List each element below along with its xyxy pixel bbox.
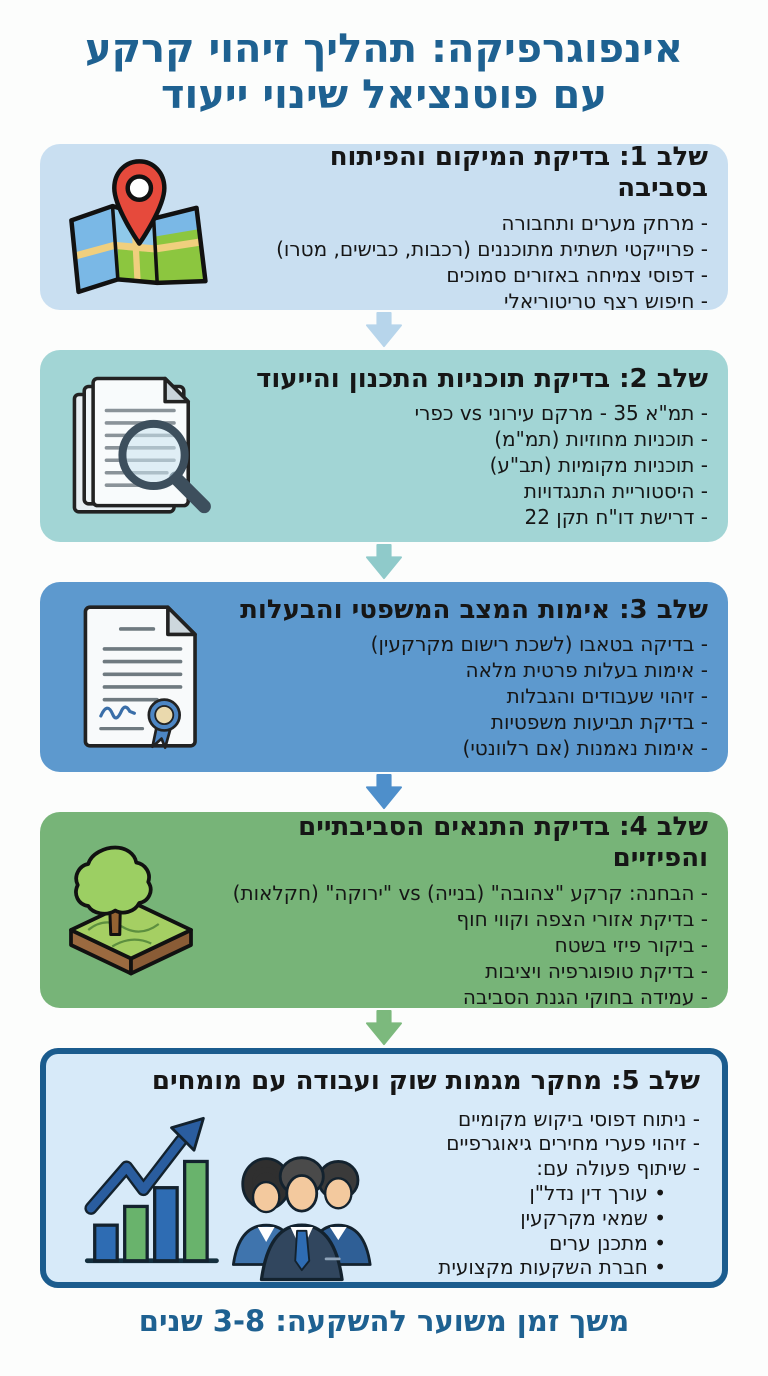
down-arrow-icon [0, 772, 768, 812]
list-item: - זיהוי שעבודים והגבלות [506, 684, 708, 709]
page-title-line2: עם פוטנציאל שינוי ייעוד [161, 72, 607, 118]
list-item: - ניתוח דפוסי ביקוש מקומיים [458, 1106, 700, 1131]
duration-note: משך זמן משוער להשקעה: 3-8 שנים [138, 1304, 630, 1338]
growth-chart-team-icon [68, 1103, 380, 1282]
step-3-content: שלב 3: אימות המצב המשפטי והבעלות - בדיקה… [232, 593, 708, 762]
step-1-content: שלב 1: בדיקת המיקום והפיתוח בסביבה - מרח… [232, 144, 708, 310]
list-item: - ביקור פיזי בשטח [554, 932, 708, 957]
list-item: - דפוסי צמיחה באזורים סמוכים [446, 262, 708, 287]
list-item: - תוכניות מקומיות (תב"ע) [489, 453, 708, 478]
step-3-items: - בדיקה בטאבו (לשכת רישום מקרקעין) - אימ… [232, 631, 708, 761]
step-5-sub-items: • עורך דין נדל"ן • שמאי מקרקעין • מתכנן … [380, 1181, 700, 1280]
step-3-card: שלב 3: אימות המצב המשפטי והבעלות - בדיקה… [40, 582, 728, 772]
list-item: - מרחק מערים ותחבורה [501, 210, 708, 235]
step-4-card: שלב 4: בדיקת התנאים הסביבתיים והפיזיים -… [40, 812, 728, 1008]
sub-list-item: • שמאי מקרקעין [520, 1205, 666, 1230]
step-5-items: - ניתוח דפוסי ביקוש מקומיים - זיהוי פערי… [380, 1103, 700, 1281]
list-item: - תמ"א 35 - מרקם עירוני vs כפרי [414, 401, 708, 426]
step-4-heading: שלב 4: בדיקת התנאים הסביבתיים והפיזיים [298, 812, 708, 873]
sub-list-item: • חברת השקעות מקצועית [438, 1255, 666, 1280]
list-item: - אימות בעלות פרטית מלאה [465, 658, 708, 683]
step-1-heading: שלב 1: בדיקת המיקום והפיתוח בסביבה [329, 144, 708, 203]
step-2-heading: שלב 2: בדיקת תוכניות התכנון והייעוד [256, 363, 708, 394]
down-arrow-icon [0, 542, 768, 582]
step-4-content: שלב 4: בדיקת התנאים הסביבתיים והפיזיים -… [210, 812, 708, 1008]
down-arrow-icon [0, 310, 768, 350]
sub-list: • עורך דין נדל"ן • שמאי מקרקעין • מתכנן … [380, 1181, 700, 1280]
list-item: - שיתוף פעולה עם: [536, 1156, 700, 1181]
documents-magnifier-icon [52, 373, 232, 520]
list-item: - הבחנה: קרקע "צהובה" (בנייה) vs "ירוקה"… [232, 880, 708, 905]
step-2-items: - תמ"א 35 - מרקם עירוני vs כפרי - תוכניו… [232, 400, 708, 530]
list-item: - זיהוי פערי מחירים גיאוגרפיים [446, 1131, 700, 1156]
list-item: - עמידה בחוקי הגנת הסביבה [462, 984, 708, 1008]
list-item: - בדיקת טופוגרפיה ויציבות [485, 958, 708, 983]
certificate-seal-icon [52, 600, 232, 754]
step-4-items: - הבחנה: קרקע "צהובה" (בנייה) vs "ירוקה"… [210, 880, 708, 1008]
list-item: - בדיקה בטאבו (לשכת רישום מקרקעין) [370, 632, 708, 657]
step-3-heading: שלב 3: אימות המצב המשפטי והבעלות [240, 594, 708, 625]
page-title-line1: אינפוגרפיקה: תהליך זיהוי קרקע [84, 26, 684, 72]
step-5-heading: שלב 5: מחקר מגמות שוק ועבודה עם מומחים [151, 1066, 700, 1096]
step-5-card: שלב 5: מחקר מגמות שוק ועבודה עם מומחים -… [40, 1048, 728, 1288]
step-2-card: שלב 2: בדיקת תוכניות התכנון והייעוד - תמ… [40, 350, 728, 542]
land-plot-tree-icon [52, 843, 210, 978]
map-pin-icon [52, 156, 232, 299]
list-item: - חיפוש רצף טריטוריאלי [503, 288, 708, 310]
list-item: - בדיקת אזורי הצפה וקווי חוף [456, 906, 708, 931]
step-5-content: - ניתוח דפוסי ביקוש מקומיים - זיהוי פערי… [68, 1103, 700, 1282]
list-item: - בדיקת תביעות משפטיות [490, 710, 708, 735]
step-1-items: - מרחק מערים ותחבורה - פרוייקטי תשתית מת… [232, 210, 708, 310]
list-item: - פרוייקטי תשתית מתוכננים (רכבות, כבישים… [276, 236, 708, 261]
step-2-content: שלב 2: בדיקת תוכניות התכנון והייעוד - תמ… [232, 362, 708, 531]
list-item: - דרישת דו"ח תקן 22 [524, 505, 708, 530]
step-1-card: שלב 1: בדיקת המיקום והפיתוח בסביבה - מרח… [40, 144, 728, 310]
list-item: - היסטוריית התנגדויות [523, 479, 708, 504]
list-item: - תוכניות מחוזיות (תמ"מ) [494, 427, 708, 452]
down-arrow-icon [0, 1008, 768, 1048]
sub-list-item: • עורך דין נדל"ן [529, 1181, 666, 1206]
sub-list-item: • מתכנן ערים [549, 1230, 666, 1255]
list-item: - אימות נאמנות (אם רלוונטי) [462, 736, 708, 761]
